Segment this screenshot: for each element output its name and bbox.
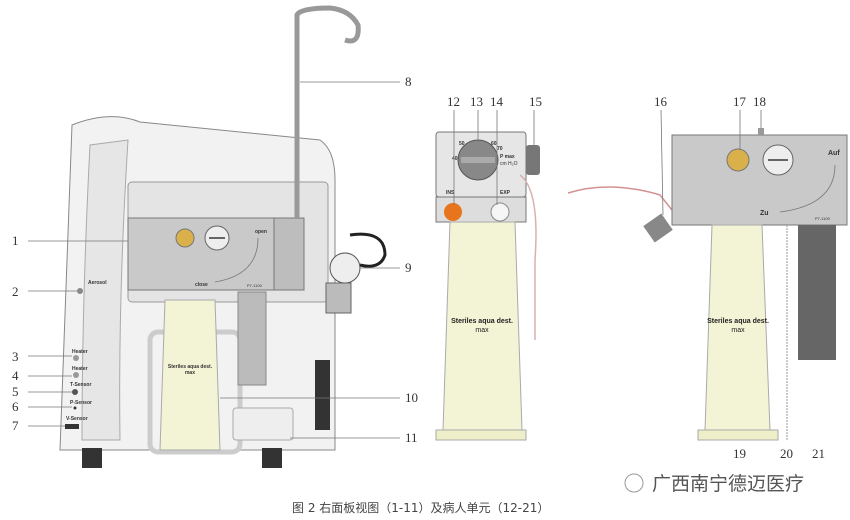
callout-21: 21 — [812, 446, 825, 461]
cylinder — [798, 225, 836, 360]
sensor-labels — [232, 407, 294, 441]
callout-4: 4 — [12, 368, 19, 383]
dial-60: 60 — [491, 141, 497, 147]
unit-label: cm H₂O — [500, 161, 518, 167]
bottle-base — [435, 429, 527, 441]
callout-14: 14 — [490, 94, 504, 109]
callout-1: 1 — [12, 233, 19, 248]
zu-label: Zu — [760, 210, 769, 217]
dial-pointer — [461, 157, 495, 163]
exp-label: EXP — [500, 190, 511, 196]
patient-unit-front: 50 60 40 70 P max cm H₂O INS EXP Sterile… — [435, 94, 542, 441]
aerosol-port — [77, 288, 83, 294]
open-close-arrow — [214, 237, 259, 283]
bottle-label: Steriles aqua dest. — [451, 318, 513, 325]
top-valve — [758, 128, 764, 135]
exp-port — [490, 202, 510, 222]
close-label: close — [195, 282, 208, 288]
callout-11: 11 — [405, 430, 418, 445]
callout-12: 12 — [447, 94, 460, 109]
heater-port-1 — [73, 355, 79, 361]
pressure-tube — [519, 174, 537, 340]
callouts-mid: 12 13 14 15 — [447, 94, 542, 205]
t-sensor-label: T-Sensor — [70, 382, 91, 388]
humidifier-unit — [671, 134, 848, 226]
foot-left — [82, 448, 102, 468]
dial-40: 40 — [452, 156, 458, 162]
model-label: P7-1100 — [815, 216, 831, 221]
rear-handle — [315, 360, 330, 430]
callout-5: 5 — [12, 384, 19, 399]
callout-7: 7 — [12, 418, 19, 433]
p-sensor-port — [73, 406, 77, 410]
callouts-left: 1 2 3 4 5 6 7 8 9 10 11 — [12, 74, 418, 445]
valve-hose — [349, 232, 387, 268]
callout-18: 18 — [753, 94, 766, 109]
auf-label: Auf — [828, 150, 840, 157]
figure-caption: 图 2 右面板视图（1-11）及病人单元（12-21） — [292, 500, 549, 515]
gold-screw-icon — [175, 228, 195, 248]
bottle-label: Steriles aqua dest. — [168, 364, 213, 370]
foot-right — [262, 448, 282, 468]
ventilator-side-view: open close P7-1100 Steriles aqua dest. m… — [12, 5, 418, 468]
valve-body — [329, 252, 361, 284]
leader-line — [660, 109, 664, 216]
dial-50: 50 — [459, 141, 465, 147]
p-sensor-label: P-Sensor — [70, 400, 92, 406]
v-sensor-port — [65, 424, 79, 429]
callout-15: 15 — [529, 94, 542, 109]
water-bottle — [442, 221, 523, 431]
callout-3: 3 — [12, 349, 19, 364]
heater-label-2: Heater — [72, 366, 88, 372]
open-label: open — [255, 229, 267, 235]
water-bottle — [159, 299, 221, 451]
callouts-right: 16 17 18 19 20 21 — [654, 94, 825, 461]
red-tube — [567, 186, 673, 211]
bottle-label: Steriles aqua dest. — [707, 318, 769, 325]
callout-13: 13 — [470, 94, 483, 109]
pmax-label: P max — [500, 154, 515, 160]
callout-9: 9 — [405, 260, 412, 275]
bottle-max: max — [475, 327, 489, 334]
bottle-max: max — [731, 327, 745, 334]
callout-2: 2 — [12, 284, 19, 299]
heater-label-1: Heater — [72, 349, 88, 355]
gold-screw-icon — [726, 148, 750, 172]
port-connector — [643, 213, 673, 243]
callout-17: 17 — [733, 94, 747, 109]
auf-zu-arrow — [779, 164, 836, 213]
watermark: 广西南宁德迈医疗 — [624, 473, 804, 495]
side-connector-panel — [81, 139, 129, 441]
heater-port-2 — [73, 372, 79, 378]
ins-port — [444, 203, 462, 221]
side-knob — [526, 145, 540, 175]
iv-pole — [294, 5, 361, 218]
wechat-icon — [624, 473, 644, 493]
callout-20: 20 — [780, 446, 793, 461]
t-sensor-port — [72, 389, 78, 395]
ins-label: INS — [446, 190, 455, 196]
valve-filter — [325, 282, 352, 314]
callout-8: 8 — [405, 74, 412, 89]
aerosol-label: Aerosol — [88, 280, 107, 286]
dial-70: 70 — [497, 146, 503, 152]
patient-unit-side: Auf Zu P7-1100 Steriles aqua dest. max 1… — [643, 94, 848, 461]
bottle-base — [697, 429, 779, 441]
cylinder — [237, 291, 267, 386]
watermark-text: 广西南宁德迈医疗 — [652, 473, 804, 495]
model-label: P7-1100 — [247, 283, 263, 288]
v-sensor-label: V-Sensor — [66, 416, 88, 422]
callout-19: 19 — [733, 446, 746, 461]
callout-10: 10 — [405, 390, 418, 405]
bottle-max: max — [185, 370, 195, 376]
humidifier-side-block — [273, 217, 305, 291]
callout-6: 6 — [12, 399, 19, 414]
callout-16: 16 — [654, 94, 668, 109]
